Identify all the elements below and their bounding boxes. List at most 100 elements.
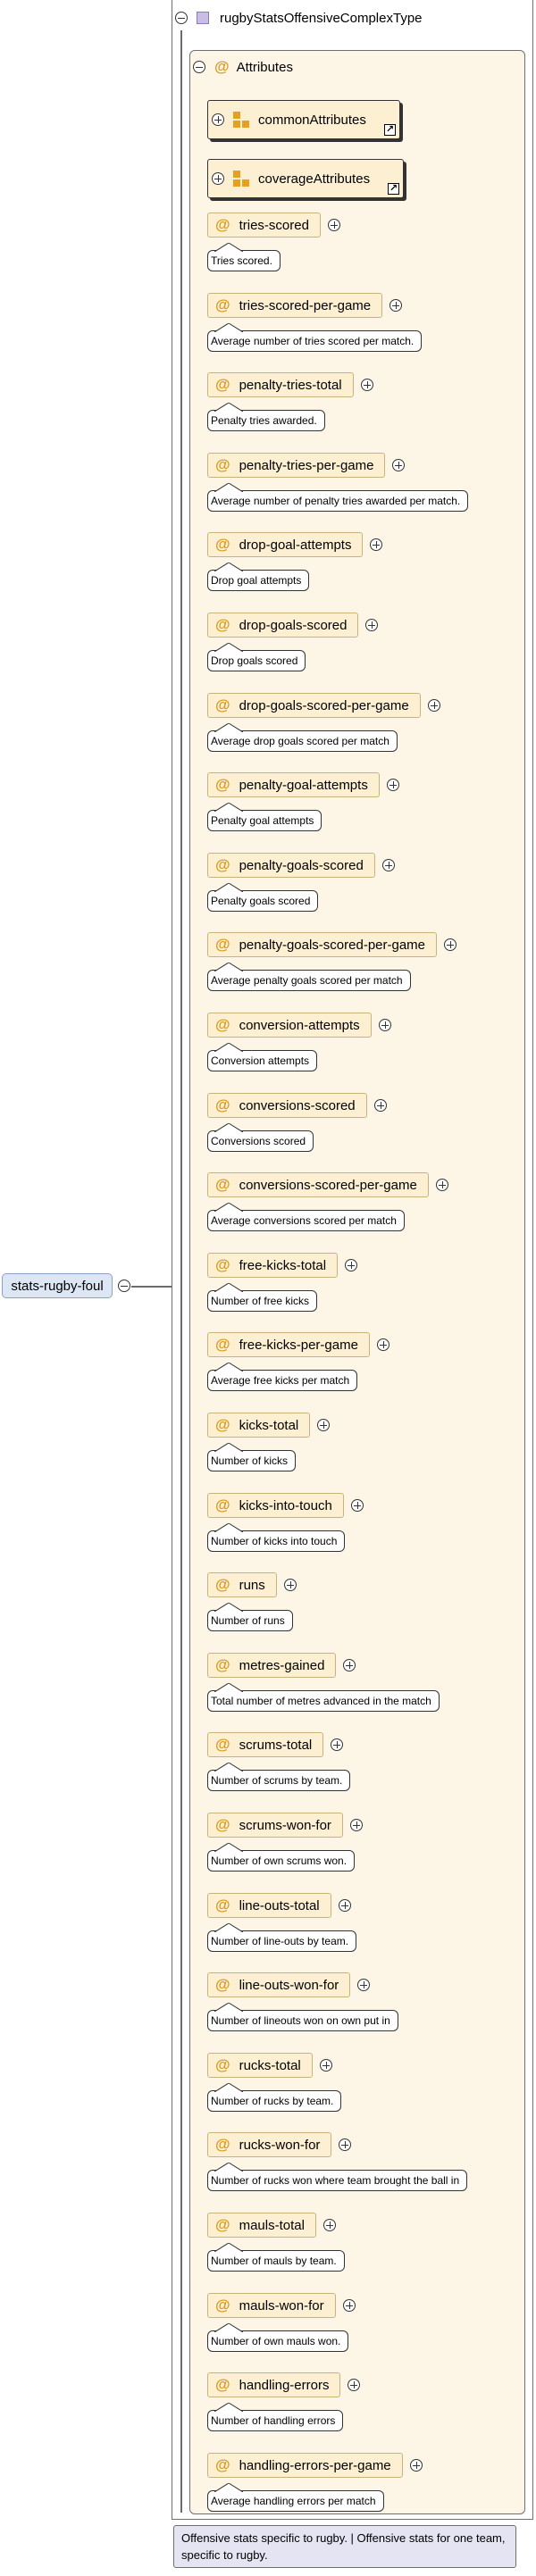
attribute-node[interactable]: @conversions-scored-per-game xyxy=(207,1172,429,1197)
attribute-at-icon: @ xyxy=(215,936,230,953)
expand-attribute-icon[interactable] xyxy=(387,779,399,791)
attribute-name: conversion-attempts xyxy=(239,1017,360,1033)
attribute-documentation: Average penalty goals scored per match xyxy=(207,970,411,991)
attribute-group-icon xyxy=(233,112,249,128)
expand-attribute-icon[interactable] xyxy=(328,219,340,231)
attribute-node[interactable]: @drop-goals-scored xyxy=(207,613,359,638)
attribute-documentation: Average handling errors per match xyxy=(207,2490,384,2512)
expand-group-icon[interactable] xyxy=(212,113,224,126)
attribute-node[interactable]: @scrums-won-for xyxy=(207,1813,343,1838)
reference-link-icon[interactable]: ↗ xyxy=(384,124,396,136)
attribute-node[interactable]: @line-outs-total xyxy=(207,1893,331,1918)
attribute-name: penalty-tries-per-game xyxy=(239,457,374,473)
attribute-node[interactable]: @tries-scored-per-game xyxy=(207,293,383,318)
expand-attribute-icon[interactable] xyxy=(436,1179,448,1191)
attribute-at-icon: @ xyxy=(215,616,230,633)
collapse-attributes-icon[interactable] xyxy=(193,61,205,73)
doc-callout-pointer xyxy=(214,483,243,492)
collapse-type-icon[interactable] xyxy=(175,12,188,24)
attribute-documentation: Number of runs xyxy=(207,1610,293,1631)
attribute-node[interactable]: @penalty-goals-scored xyxy=(207,853,375,878)
doc-callout-pointer xyxy=(214,883,243,892)
attribute-node[interactable]: @handling-errors xyxy=(207,2372,341,2397)
attribute-node[interactable]: @conversions-scored xyxy=(207,1093,367,1118)
doc-callout-pointer xyxy=(214,1923,243,1932)
attribute-name: conversions-scored xyxy=(239,1097,356,1113)
attribute-documentation: Number of kicks into touch xyxy=(207,1530,346,1552)
expand-attribute-icon[interactable] xyxy=(377,1338,389,1351)
attribute-node[interactable]: @runs xyxy=(207,1572,277,1597)
attribute-node[interactable]: @penalty-tries-total xyxy=(207,372,354,397)
doc-callout-pointer xyxy=(214,1123,243,1132)
expand-attribute-icon[interactable] xyxy=(331,1738,343,1751)
expand-attribute-icon[interactable] xyxy=(339,2138,351,2151)
attribute-node[interactable]: @conversion-attempts xyxy=(207,1013,372,1038)
attribute-name: runs xyxy=(239,1577,265,1593)
expand-attribute-icon[interactable] xyxy=(374,1099,387,1112)
attribute-node[interactable]: @kicks-total xyxy=(207,1413,311,1438)
collapse-root-icon[interactable] xyxy=(118,1280,130,1292)
root-element-node[interactable]: stats-rugby-foul xyxy=(2,1273,113,1298)
attribute-node[interactable]: @handling-errors-per-game xyxy=(207,2453,403,2478)
attribute-group-commonAttributes[interactable]: commonAttributes↗ xyxy=(207,100,400,139)
attribute-at-icon: @ xyxy=(215,216,230,233)
doc-callout-pointer xyxy=(214,1043,243,1052)
attribute-node[interactable]: @metres-gained xyxy=(207,1653,337,1678)
attribute-node[interactable]: @free-kicks-per-game xyxy=(207,1332,370,1357)
attribute-node[interactable]: @rucks-total xyxy=(207,2053,313,2078)
expand-attribute-icon[interactable] xyxy=(361,379,373,391)
attribute-node[interactable]: @drop-goal-attempts xyxy=(207,532,364,557)
expand-attribute-icon[interactable] xyxy=(348,2379,360,2391)
type-connector-line xyxy=(180,30,182,2513)
attribute-node[interactable]: @rucks-won-for xyxy=(207,2132,332,2157)
attribute-node[interactable]: @drop-goals-scored-per-game xyxy=(207,693,421,718)
attribute-at-icon: @ xyxy=(215,2136,230,2153)
expand-attribute-icon[interactable] xyxy=(444,938,456,951)
attribute-node[interactable]: @free-kicks-total xyxy=(207,1253,339,1278)
expand-attribute-icon[interactable] xyxy=(428,699,440,712)
attribute-node[interactable]: @line-outs-won-for xyxy=(207,1972,351,1997)
attribute-node[interactable]: @mauls-won-for xyxy=(207,2293,336,2318)
expand-attribute-icon[interactable] xyxy=(365,619,378,631)
expand-attribute-icon[interactable] xyxy=(357,1979,370,1991)
attribute-documentation: Number of kicks xyxy=(207,1450,297,1471)
expand-attribute-icon[interactable] xyxy=(343,1659,356,1671)
attribute-node[interactable]: @penalty-tries-per-game xyxy=(207,453,386,478)
reference-link-icon[interactable]: ↗ xyxy=(388,183,399,195)
expand-attribute-icon[interactable] xyxy=(410,2459,423,2472)
attribute-at-icon: @ xyxy=(215,776,230,793)
expand-attribute-icon[interactable] xyxy=(389,299,402,312)
expand-attribute-icon[interactable] xyxy=(379,1019,391,1031)
expand-attribute-icon[interactable] xyxy=(323,2219,336,2231)
attribute-node[interactable]: @tries-scored xyxy=(207,213,321,238)
attribute-node[interactable]: @scrums-total xyxy=(207,1732,324,1757)
doc-callout-pointer xyxy=(214,1283,243,1292)
attribute-documentation: Penalty goal attempts xyxy=(207,810,322,831)
expand-attribute-icon[interactable] xyxy=(284,1579,297,1591)
attribute-documentation: Number of line-outs by team. xyxy=(207,1930,357,1952)
expand-attribute-icon[interactable] xyxy=(317,1419,330,1431)
expand-attribute-icon[interactable] xyxy=(345,1259,357,1271)
expand-attribute-icon[interactable] xyxy=(343,2299,356,2312)
attribute-group-coverageAttributes[interactable]: coverageAttributes↗ xyxy=(207,159,404,198)
expand-attribute-icon[interactable] xyxy=(320,2059,332,2072)
doc-callout-pointer xyxy=(214,403,243,412)
attribute-at-icon: @ xyxy=(215,856,230,873)
expand-attribute-icon[interactable] xyxy=(351,1499,364,1512)
attribute-node[interactable]: @penalty-goal-attempts xyxy=(207,772,380,797)
expand-attribute-icon[interactable] xyxy=(392,459,405,471)
expand-attribute-icon[interactable] xyxy=(382,859,395,871)
doc-callout-pointer xyxy=(214,243,243,252)
expand-attribute-icon[interactable] xyxy=(370,538,382,551)
attribute-name: scrums-won-for xyxy=(239,1817,331,1833)
attribute-node[interactable]: @penalty-goals-scored-per-game xyxy=(207,932,438,957)
attribute-node[interactable]: @kicks-into-touch xyxy=(207,1493,344,1518)
complex-type-title: rugbyStatsOffensiveComplexType xyxy=(220,10,423,26)
attribute-documentation: Conversion attempts xyxy=(207,1050,318,1071)
expand-group-icon[interactable] xyxy=(212,172,224,185)
attribute-node[interactable]: @mauls-total xyxy=(207,2213,316,2238)
expand-attribute-icon[interactable] xyxy=(350,1819,363,1831)
expand-attribute-icon[interactable] xyxy=(339,1899,351,1912)
doc-callout-pointer xyxy=(214,2483,243,2492)
doc-callout-pointer xyxy=(214,1523,243,1532)
